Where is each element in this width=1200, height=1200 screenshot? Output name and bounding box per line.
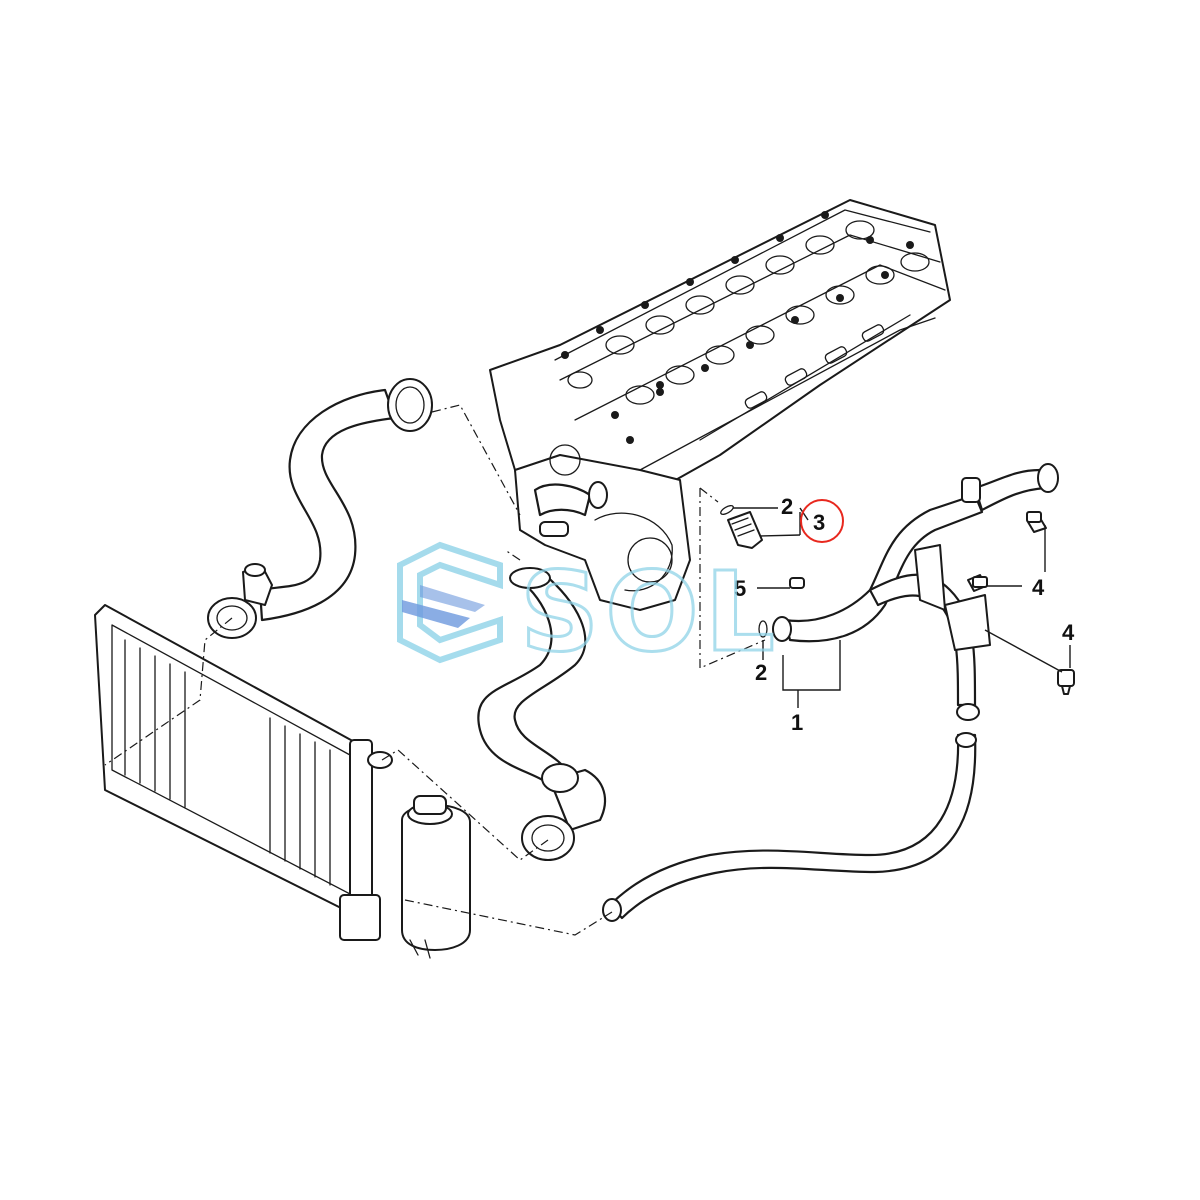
lower-radiator-hose (477, 567, 607, 861)
assembly-reference-lines (104, 404, 766, 936)
watermark-logo (397, 541, 503, 664)
callout-labels: 2 3 5 2 1 4 4 (734, 494, 1075, 735)
return-hose (602, 732, 977, 922)
callout-2-lower: 2 (755, 660, 767, 685)
highlight-circle (800, 499, 844, 543)
part-2-o-ring-upper (720, 504, 734, 516)
callout-5: 5 (734, 576, 746, 601)
engine-cylinder-head (489, 199, 951, 521)
callout-2-upper: 2 (781, 494, 793, 519)
upper-radiator-hose (207, 378, 433, 639)
part-5-plug (789, 577, 805, 589)
expansion-tank (401, 795, 471, 959)
part-4-bolt-lower (1057, 669, 1075, 695)
callout-4-upper: 4 (1032, 575, 1045, 600)
part-3-hose-connector (727, 511, 763, 549)
callout-leaders (733, 507, 1071, 708)
callout-4-lower: 4 (1062, 620, 1075, 645)
callout-1: 1 (791, 710, 803, 735)
part-2-o-ring-lower (758, 620, 768, 638)
front-engine-cover (514, 444, 691, 611)
callout-3: 3 (813, 510, 825, 535)
radiator (94, 604, 393, 941)
watermark-text: SOL (520, 548, 781, 676)
coolant-pipe-assembly (772, 463, 1059, 721)
part-4-bolt-upper (967, 511, 1047, 592)
